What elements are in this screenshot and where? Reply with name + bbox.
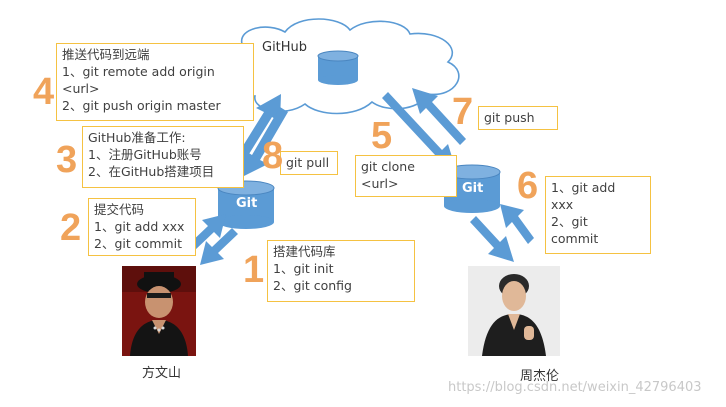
step-3-number: 3 [56, 139, 78, 181]
step-4-line: 推送代码到远端 [62, 47, 150, 62]
github-cloud [225, 18, 460, 115]
step-7-line: git push [484, 110, 535, 125]
arrow-to-right-person [470, 216, 514, 262]
step-1-line: 1、git init [273, 261, 334, 276]
step-4-line: 2、git push origin master [62, 98, 221, 113]
step-5-box: git clone <url> [355, 155, 457, 197]
step-7-number: 7 [452, 91, 474, 133]
step-8-line: git pull [286, 155, 330, 170]
step-6-line: xxx [551, 197, 574, 212]
step-6-number: 6 [517, 165, 539, 207]
clone-repo-label: Git [462, 181, 484, 196]
arrow-commit-up [188, 214, 226, 251]
cloud-label: GitHub [262, 40, 308, 55]
step-5-line: git clone [361, 159, 415, 174]
arrow-commit-down [200, 228, 238, 265]
step-4-line: 1、git remote add origin [62, 64, 215, 79]
arrow-push-remote [412, 88, 466, 145]
step-2-line: 提交代码 [94, 202, 145, 217]
step-2-line: 2、git commit [94, 236, 182, 251]
person-right-name: 周杰伦 [520, 369, 560, 384]
step-8-number: 8 [262, 135, 284, 177]
step-5-number: 5 [371, 115, 393, 157]
step-1-line: 搭建代码库 [273, 244, 336, 259]
arrow-clone [382, 92, 456, 170]
step-7-box: git push [478, 106, 558, 130]
step-6-line: commit [551, 231, 599, 246]
local-repo-cylinder [217, 180, 275, 229]
step-2-number: 2 [60, 207, 82, 249]
step-8-box: git pull [280, 151, 338, 175]
step-3-line: GitHub准备工作: [88, 130, 186, 145]
step-4-box: 推送代码到远端 1、git remote add origin <url> 2、… [56, 43, 254, 121]
step-3-box: GitHub准备工作: 1、注册GitHub账号 2、在GitHub搭建项目 [82, 126, 244, 188]
person-right-photo [468, 266, 560, 356]
step-4-line: <url> [62, 81, 100, 96]
step-2-line: 1、git add xxx [94, 219, 185, 234]
local-repo-label: Git [236, 196, 258, 211]
step-6-line: 2、git [551, 214, 588, 229]
person-left-photo [122, 266, 196, 356]
step-1-number: 1 [243, 249, 265, 291]
step-3-line: 1、注册GitHub账号 [88, 147, 202, 162]
step-2-box: 提交代码 1、git add xxx 2、git commit [88, 198, 196, 256]
step-1-box: 搭建代码库 1、git init 2、git config [267, 240, 415, 302]
person-left-avatar [122, 266, 196, 356]
cloud-repo-icon [317, 50, 359, 85]
step-6-box: 1、git add xxx 2、git commit [545, 176, 651, 254]
arrow-from-right-person [500, 204, 534, 244]
arrow-pull [244, 107, 288, 176]
step-3-line: 2、在GitHub搭建项目 [88, 164, 215, 179]
step-5-line: <url> [361, 176, 399, 191]
person-left-name: 方文山 [142, 366, 182, 381]
step-4-number: 4 [33, 71, 55, 113]
watermark: https://blog.csdn.net/weixin_42796403 [448, 380, 702, 395]
person-right-avatar [468, 266, 560, 356]
step-6-line: 1、git add [551, 180, 616, 195]
step-1-line: 2、git config [273, 278, 352, 293]
